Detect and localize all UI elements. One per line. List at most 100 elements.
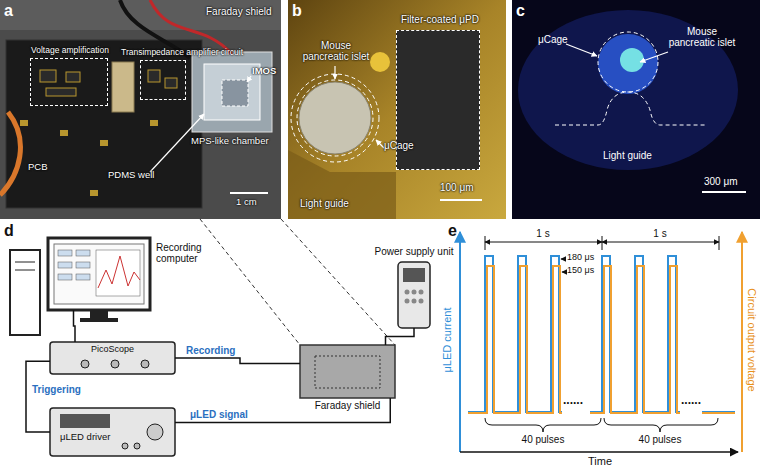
part-label: IMOS (252, 66, 276, 76)
orange-cable (0, 112, 20, 195)
cable-connector (386, 328, 415, 345)
picoscope-node: PicoScope (50, 342, 175, 374)
light-guide-outline (555, 92, 705, 125)
axis-label: μLED current (441, 307, 453, 372)
computer-node: Recording computer (48, 238, 150, 310)
leader-arrow (640, 52, 668, 62)
photo-label: Faraday shield (206, 6, 272, 17)
chip (40, 70, 56, 82)
signal-label: μLED signal (190, 409, 248, 420)
power-supply-button (419, 299, 424, 304)
cable-connector (74, 310, 76, 342)
screen-button (58, 274, 72, 280)
photo-background (288, 0, 506, 219)
photo-background (0, 0, 281, 219)
driver-knob (147, 424, 163, 440)
axis-label: Time (588, 455, 612, 467)
dashed-region: Transimpedance amplifier circuit (140, 60, 186, 100)
width-arrow (561, 259, 566, 260)
solder-pad (90, 190, 98, 196)
bond-blob (370, 52, 390, 72)
chip (46, 88, 76, 96)
faraday-box (300, 345, 395, 398)
curly-brace (604, 418, 718, 432)
screen-plot (96, 250, 140, 296)
power-supply-display (403, 268, 425, 282)
screen-button (76, 262, 90, 268)
monitor-stand (90, 310, 108, 318)
screen (54, 244, 144, 304)
faraday-shield-node: Faraday shield (300, 345, 395, 398)
scale-label: 1 cm (236, 197, 257, 207)
solder-pad (150, 120, 158, 126)
count-label: 40 pulses (522, 434, 565, 445)
zoom-line (200, 219, 300, 345)
drive-slot (15, 270, 35, 271)
curly-brace (485, 418, 601, 432)
leader-arrow (334, 66, 335, 79)
part-label: μCage (384, 140, 414, 151)
part-label: μCage (538, 34, 568, 45)
width-label: 180 μs (567, 253, 594, 263)
driver-body (50, 408, 175, 456)
current-pulses (468, 256, 735, 412)
panel-letter: b (292, 2, 302, 20)
panel-letter: c (516, 2, 525, 20)
scale-label: 300 μm (704, 176, 738, 187)
computer-tower (10, 250, 40, 335)
period-arrow (485, 242, 602, 243)
pcb-board (6, 40, 202, 208)
node-text: Filter-coated μPD (401, 14, 479, 25)
screen-button (58, 262, 72, 268)
voltage-pulses (468, 266, 735, 413)
power-supply-button (419, 290, 424, 295)
power-supply-button (405, 290, 410, 295)
leader-arrow (247, 76, 251, 82)
node-text: Recording computer (156, 242, 211, 264)
cable-connector (26, 361, 50, 432)
power-supply-body (398, 262, 430, 328)
node-text: Power supply unit (354, 246, 474, 257)
part-label: PCB (28, 162, 48, 172)
period-tick (602, 236, 603, 250)
signal-label: Recording (186, 345, 235, 356)
scale-bar (702, 191, 746, 193)
ellipsis: ...... (563, 394, 583, 407)
light-guide (288, 150, 396, 219)
screen-button (76, 250, 90, 256)
axis-label: Circuit output voltage (746, 288, 758, 391)
count-label: 40 pulses (639, 434, 682, 445)
voltage-axis (741, 232, 743, 452)
power-supply-button (412, 299, 417, 304)
zoom-line (281, 219, 395, 345)
screen-button (58, 250, 72, 256)
ellipsis: ...... (681, 394, 701, 407)
pdms-well (204, 64, 260, 120)
solder-pad (100, 140, 108, 146)
plot-trace (98, 256, 140, 288)
width-arrow (562, 272, 566, 273)
current-axis (459, 232, 461, 452)
pancreatic-islet (299, 82, 371, 154)
monitor (48, 238, 150, 310)
period-tick (485, 236, 486, 250)
chip (66, 72, 80, 82)
led-driver-node: μLED driver (50, 408, 175, 456)
drive-slot (15, 262, 35, 263)
photo-background (512, 0, 760, 219)
solder-pad (20, 120, 28, 126)
part-label: Light guide (300, 198, 349, 209)
node-text: Faraday shield (290, 400, 405, 411)
bnc-port (111, 360, 119, 368)
device-outline (315, 356, 380, 388)
driver-display (60, 414, 110, 428)
panel-letter: d (4, 222, 14, 240)
monitor-base (80, 318, 118, 322)
part-label: PDMS well (108, 170, 154, 180)
period-tick (719, 236, 720, 250)
part-label: MPS-like chamber (191, 136, 269, 146)
